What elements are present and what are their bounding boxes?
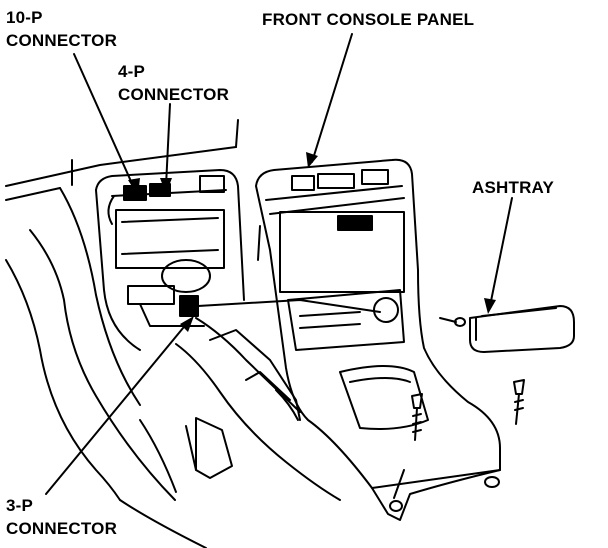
center-stack: [95, 169, 381, 351]
dashboard-outline: [5, 119, 239, 501]
mounting-screws: [411, 379, 525, 441]
four-p-connector-label: 4-P CONNECTOR: [118, 60, 229, 106]
arrowheads: [128, 152, 496, 332]
console-tunnel: [119, 317, 341, 548]
ashtray-part: [439, 305, 575, 353]
ten-p-connector-label-line1: 10-P: [6, 8, 43, 27]
front-console-panel-label: FRONT CONSOLE PANEL: [262, 10, 475, 29]
four-p-connector-label-line2: CONNECTOR: [118, 85, 230, 104]
ten-p-connector-label: 10-P CONNECTOR: [6, 6, 117, 52]
leader-4p: [165, 103, 171, 187]
leader-10p: [73, 53, 135, 189]
front-console-panel: [255, 158, 501, 521]
three-p-connector-label-line1: 3-P: [6, 496, 34, 515]
leader-front-console-panel: [311, 33, 353, 163]
three-p-connector-label: 3-P CONNECTOR: [6, 494, 117, 540]
leader-ashtray: [489, 197, 513, 307]
leader-3p: [45, 321, 189, 495]
ashtray-label: ASHTRAY: [472, 178, 555, 197]
leader-lines: [45, 33, 513, 495]
four-p-connector-label-line1: 4-P: [118, 62, 146, 81]
ten-p-connector-label-line2: CONNECTOR: [6, 31, 118, 50]
three-p-connector-label-line2: CONNECTOR: [6, 519, 118, 538]
